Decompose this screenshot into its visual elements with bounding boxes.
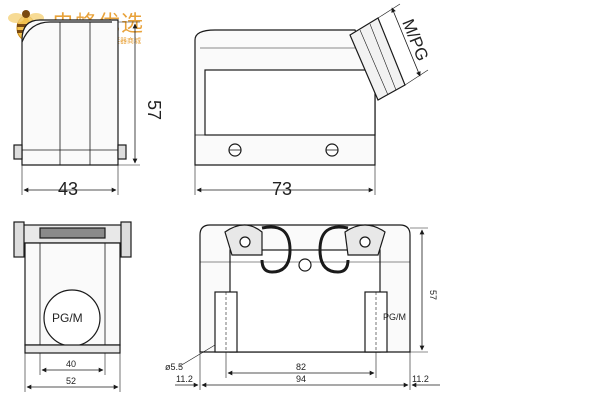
bottom-left-latch-right [120,221,132,258]
bottom-right-hook-right [318,225,350,274]
side-view-width-label: 43 [58,179,78,199]
side-view-latch-right [117,144,127,160]
bottom-left-outer-width-label: 52 [66,376,76,386]
bottom-right-height-label: 57 [428,290,438,300]
front-view-cable-entry-label: M/PG [398,16,432,63]
side-view-outline [21,19,119,166]
front-view-width-label: 73 [272,179,292,199]
front-view [194,3,429,195]
bottom-left-entry-label: PG/M [52,311,83,325]
bottom-left-inner-width-label: 40 [66,359,76,369]
bottom-right-hole-label: ø5.5 [165,362,183,372]
side-view-latch-left [13,144,23,160]
bottom-right-overall-width-label: 94 [296,374,306,384]
bottom-right-pivot-center [298,258,312,272]
side-view-top-curve [21,21,112,43]
bottom-right-hook-left [260,225,292,274]
bottom-right-mount-spacing-label: 82 [296,362,306,372]
side-view-height-label: 57 [144,100,164,120]
bottom-right-left-offset-label: 11.2 [176,374,193,384]
bottom-left-latch-left [13,221,25,258]
bottom-right-entry-label: PG/M [383,312,406,322]
bottom-right-view [175,224,440,390]
bottom-right-right-offset-label: 11.2 [412,374,429,384]
bottom-left-view [13,221,132,392]
side-view [13,19,140,195]
front-view-window [204,69,376,136]
